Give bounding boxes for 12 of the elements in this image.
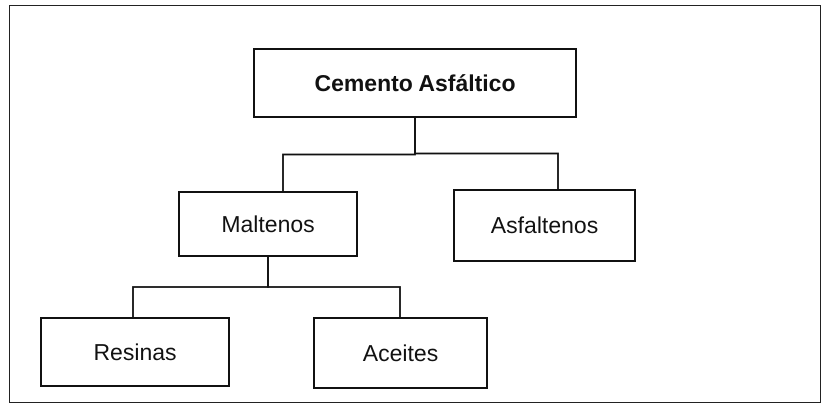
category-box xyxy=(40,317,230,387)
category-label: Asfaltenos xyxy=(490,212,598,239)
category-box xyxy=(178,191,358,257)
connector-line xyxy=(414,118,559,189)
category-label: Resinas xyxy=(93,338,177,366)
category-label: Cemento Asfáltico xyxy=(314,70,516,96)
category-box xyxy=(453,189,636,262)
category-label: Aceites xyxy=(362,340,438,366)
connector-line xyxy=(267,257,401,317)
category-box xyxy=(313,317,488,389)
category-box xyxy=(253,48,577,118)
category-label: Maltenos xyxy=(221,210,315,238)
